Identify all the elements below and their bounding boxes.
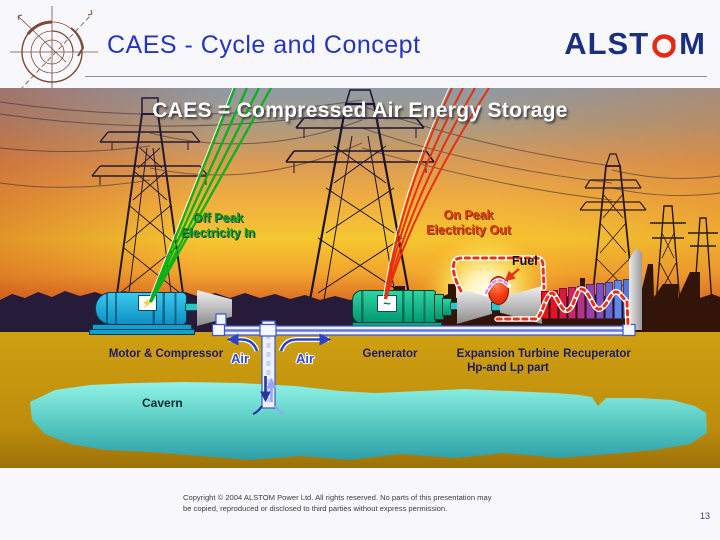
off-peak-line2: Electricity In <box>180 225 256 240</box>
motor-base <box>89 329 195 335</box>
fuel-arrow <box>504 268 520 282</box>
motor-compressor-label: Motor & Compressor <box>108 348 224 360</box>
recuperator-bar <box>595 282 604 319</box>
cavern-flow-arrows <box>252 376 285 416</box>
brand-text-pre: ALST <box>564 26 650 61</box>
off-peak-label: Off Peak Electricity In <box>148 211 288 240</box>
air-direction-arrows <box>226 333 332 352</box>
on-peak-lines <box>382 88 490 300</box>
recuperator-label: Recuperator <box>563 348 631 360</box>
pylon-right <box>579 153 647 303</box>
diagram-heading: CAES = Compressed Air Energy Storage <box>152 99 568 122</box>
page-number: 13 <box>699 511 710 521</box>
flow-overlay <box>147 88 636 416</box>
off-peak-lines <box>147 88 272 303</box>
copyright-line2: be copied, reproduced or disclosed to th… <box>183 504 448 513</box>
air-right-label: Air <box>296 351 315 366</box>
fuel-label: Fuel <box>512 254 538 268</box>
pylons-far-right <box>650 205 718 305</box>
chimney <box>629 248 642 330</box>
on-peak-line1: On Peak <box>443 208 494 222</box>
on-peak-label: On Peak Electricity Out <box>396 208 541 237</box>
power-wires <box>0 99 720 201</box>
recuperator-bar <box>577 285 586 319</box>
header-rule <box>85 76 707 77</box>
off-peak-line1: Off Peak <box>192 211 244 225</box>
generator-label: Generator <box>362 348 418 360</box>
brand-logo: ALST M <box>564 26 706 62</box>
page-title: CAES - Cycle and Concept <box>107 31 421 59</box>
expansion-line2: Hp-and Lp part <box>467 361 549 374</box>
brand-swirl-o-icon <box>652 33 676 58</box>
copyright-line1: Copyright © 2004 ALSTOM Power Ltd. All r… <box>183 493 492 502</box>
brand-text-post: M <box>679 26 706 61</box>
expansion-turbine-label: Expansion Turbine Hp-and Lp part <box>440 348 576 375</box>
cavern-shape <box>30 382 707 460</box>
cavern-label: Cavern <box>142 396 183 410</box>
on-peak-line2: Electricity Out <box>426 222 511 237</box>
hot-gas-path <box>450 255 631 329</box>
copyright-notice: Copyright © 2004 ALSTOM Power Ltd. All r… <box>183 492 533 514</box>
compass-logo-icon <box>10 6 98 94</box>
expansion-line1: Expansion Turbine <box>456 348 560 360</box>
pylon-left <box>91 97 209 302</box>
pylon-center <box>285 89 435 301</box>
air-left-label: Air <box>231 351 250 366</box>
diagram-area: ⚡ ~ <box>0 88 720 468</box>
